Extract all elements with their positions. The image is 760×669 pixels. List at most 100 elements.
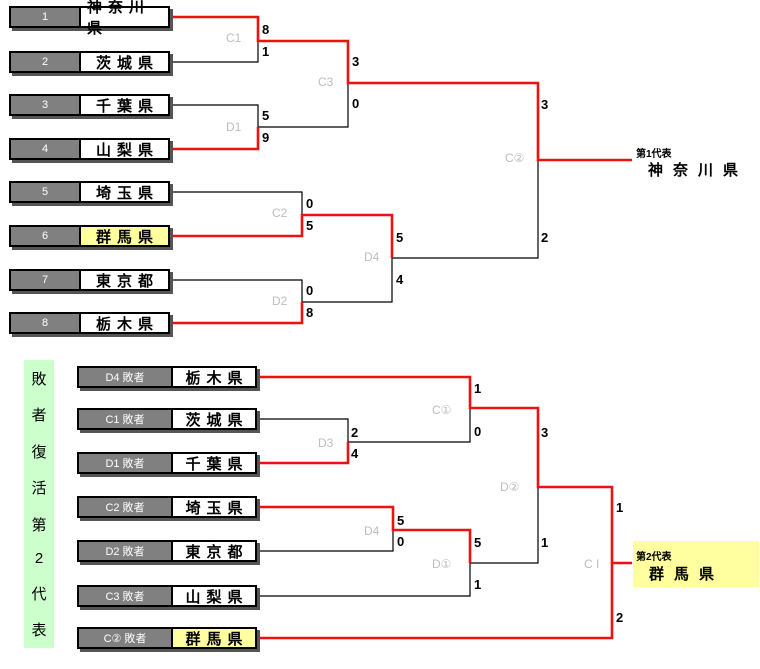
- b1-team-seed: 5: [11, 183, 81, 201]
- line-r2-d1-bottom: [470, 487, 539, 564]
- r2-match-label-d3: D3: [318, 436, 334, 450]
- score-d4-bottom: 4: [396, 272, 404, 287]
- side-label-char: 活: [31, 480, 47, 498]
- b1-team-seed: 2: [11, 53, 81, 71]
- line-d4-loser: [302, 258, 393, 303]
- second-representative-name: 群馬県: [649, 566, 725, 583]
- match-label-d1: D1: [226, 120, 242, 134]
- b2-team-name: 埼玉県: [185, 499, 249, 517]
- r2-score-c1-top: 1: [474, 381, 482, 396]
- score-c3-top: 3: [352, 54, 360, 69]
- b1-team-8: 8 栃木県: [9, 312, 170, 334]
- b2-team-name: 千葉県: [185, 455, 249, 473]
- line-final-loser: [392, 160, 539, 259]
- line-r2-c3loser: [257, 563, 471, 597]
- line-r2-chiba-win: [257, 442, 350, 465]
- score-d1-top: 5: [262, 108, 270, 123]
- b2-team-7: C② 敗者群馬県: [77, 627, 257, 649]
- line-r2-d2loser: [257, 530, 394, 552]
- line-seed7: [170, 279, 303, 302]
- score-c1-bottom: 1: [262, 44, 270, 59]
- r2-match-label-ci: C I: [584, 557, 600, 571]
- b2-team-name: 東京都: [185, 543, 249, 561]
- line-seed4-win: [170, 127, 260, 151]
- b2-team-seed: D1 敗者: [79, 454, 173, 472]
- b1-team-name: 千葉県: [95, 97, 159, 115]
- b2-team-3: D1 敗者千葉県: [77, 452, 257, 474]
- score-final-bottom: 2: [541, 230, 549, 245]
- score-d4-top: 5: [396, 230, 404, 245]
- b1-team-name: 栃木県: [95, 315, 159, 333]
- line-r2-c1loser: [257, 418, 349, 442]
- match-label-c2: C2: [272, 206, 288, 220]
- b2-team-4: C2 敗者埼玉県: [77, 496, 257, 518]
- b2-team-seed: C1 敗者: [79, 410, 173, 428]
- line-r2-gunma-win: [257, 561, 632, 640]
- b2-team-5: D2 敗者東京都: [77, 540, 257, 562]
- side-label-char: 第: [31, 516, 47, 534]
- b1-team-name: 神奈川県: [87, 0, 151, 37]
- r2-score-d1-bottom: 1: [474, 577, 482, 592]
- r2-score-ci-top: 1: [616, 500, 624, 515]
- r2-score-d2-bottom: 1: [541, 535, 549, 550]
- score-d2-top: 0: [306, 283, 314, 298]
- score-c2-bottom: 5: [306, 218, 314, 233]
- match-label-c-final: C②: [505, 151, 525, 165]
- line-r2-c1-bottom: [348, 408, 471, 443]
- r2-score-d3-bottom: 4: [351, 446, 359, 461]
- b1-team-3: 3 千葉県: [9, 94, 170, 116]
- r2-match-label-d2: D②: [500, 480, 520, 494]
- score-c1-top: 8: [262, 22, 270, 37]
- b1-team-seed: 3: [11, 96, 81, 114]
- score-c3-bottom: 0: [352, 96, 360, 111]
- line-seed6-win: [170, 213, 394, 258]
- b1-team-name: 茨城県: [95, 54, 159, 72]
- score-c2-top: 0: [306, 196, 314, 211]
- b1-team-5: 5 埼玉県: [9, 181, 170, 203]
- line-seed5: [170, 191, 303, 215]
- b1-team-seed: 8: [11, 314, 81, 332]
- second-representative: 第2代表 群馬県: [633, 541, 759, 587]
- line-seed1-win: [170, 15, 632, 162]
- b2-team-seed: D4 敗者: [79, 368, 173, 386]
- b1-team-name: 東京都: [95, 272, 159, 290]
- side-label-char: 表: [31, 622, 47, 640]
- side-label-char: 復: [31, 443, 47, 461]
- b1-team-7: 7 東京都: [9, 269, 170, 291]
- b1-team-name: 群馬県: [81, 227, 168, 246]
- side-label-char: 代: [31, 585, 47, 603]
- b1-team-2: 2 茨城県: [9, 51, 170, 73]
- line-seed3: [170, 104, 259, 127]
- r2-match-label-d4: D4: [364, 524, 380, 538]
- b2-team-seed: C② 敗者: [79, 629, 173, 647]
- r2-score-d4-top: 5: [397, 513, 405, 528]
- line-seed2: [170, 41, 259, 63]
- b2-team-2: C1 敗者茨城県: [77, 408, 257, 430]
- r2-match-label-d1: D①: [432, 557, 452, 571]
- match-label-c3: C3: [318, 75, 334, 89]
- r2-match-label-c1: C①: [432, 403, 452, 417]
- r2-score-d2-top: 3: [541, 425, 549, 440]
- b2-team-1: D4 敗者栃木県: [77, 366, 257, 388]
- score-d2-bottom: 8: [306, 305, 314, 320]
- match-label-d2: D2: [272, 294, 288, 308]
- side-label-char: 敗: [31, 370, 47, 388]
- second-representative-label: 第2代表: [636, 552, 672, 563]
- b1-team-seed: 1: [11, 8, 81, 26]
- b1-team-name: 埼玉県: [95, 184, 159, 202]
- r2-score-c1-bottom: 0: [474, 424, 482, 439]
- score-final-top: 3: [541, 97, 549, 112]
- score-d1-bottom: 9: [262, 130, 270, 145]
- first-representative: 第1代表 神奈川県: [636, 145, 738, 179]
- b2-team-6: C3 敗者山梨県: [77, 585, 257, 607]
- b1-team-seed: 7: [11, 271, 81, 289]
- side-label-char: 2: [34, 550, 44, 568]
- b1-team-seed: 4: [11, 140, 81, 158]
- b2-team-seed: C3 敗者: [79, 587, 173, 605]
- line-r2-saitama-win: [257, 505, 472, 563]
- b2-team-name: 山梨県: [185, 588, 249, 606]
- b1-team-1: 1 神奈川県: [9, 0, 170, 37]
